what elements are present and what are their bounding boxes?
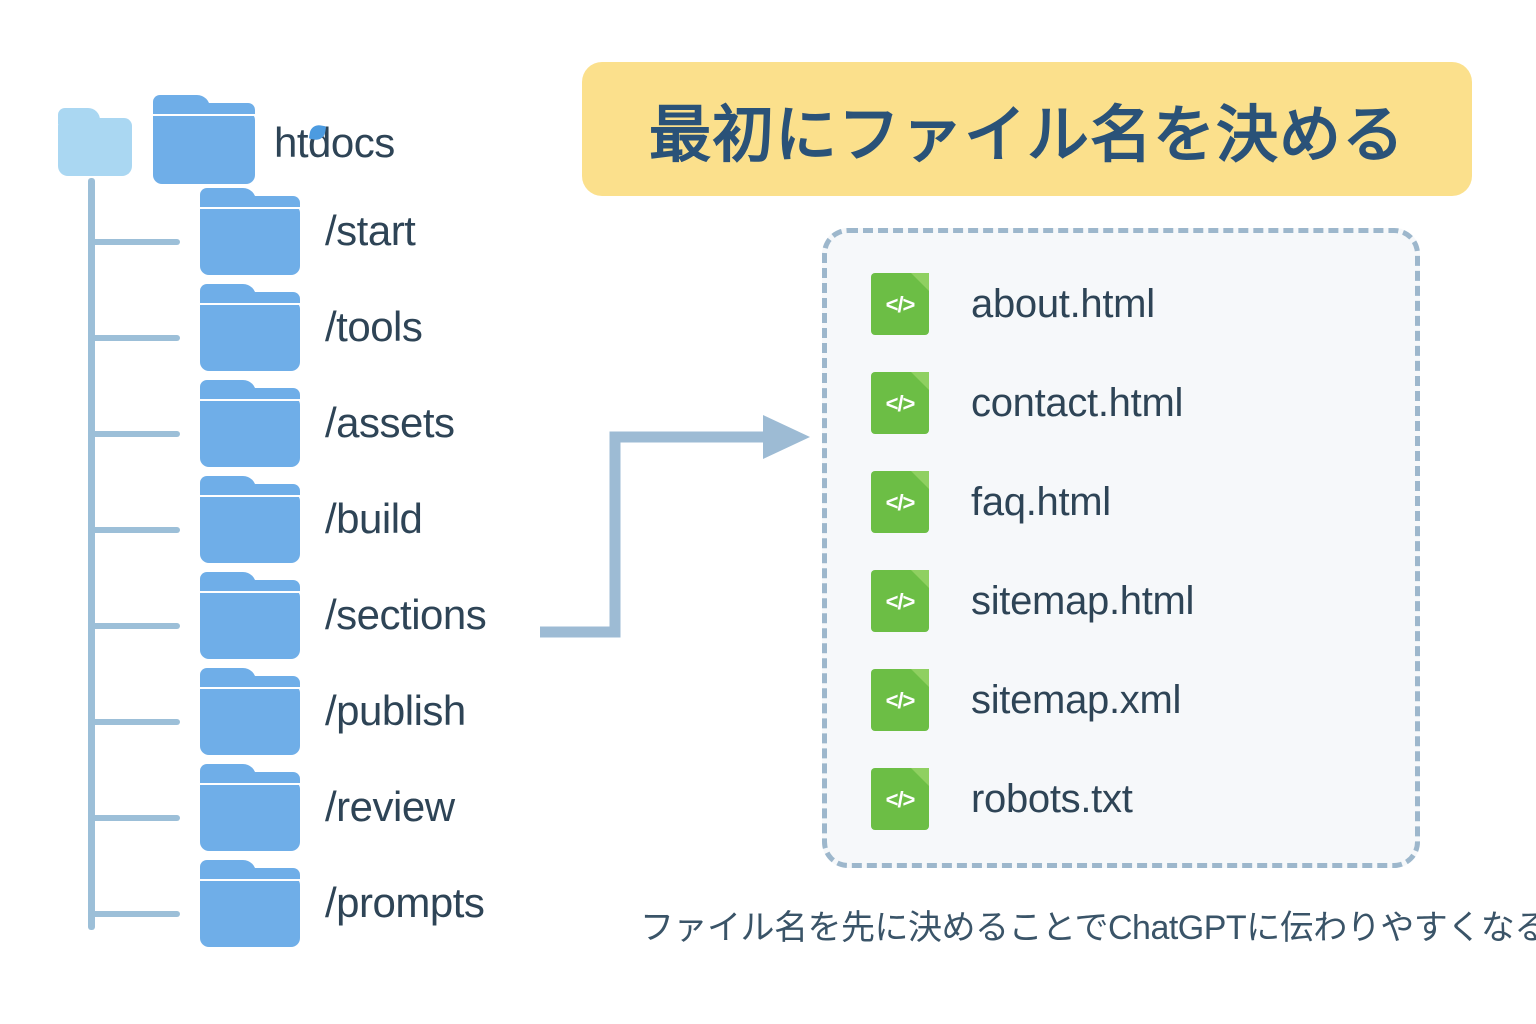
caption-text: ファイル名を先に決めることでChatGPTに伝わりやすくなる [640, 909, 1536, 947]
folder-icon-tools[interactable] [200, 284, 300, 371]
file-fold-corner [911, 273, 929, 291]
file-name-label: contact.html [971, 380, 1184, 425]
file-fold-corner [911, 669, 929, 687]
tree-branch-line [88, 815, 180, 821]
tree-branch-line [88, 719, 180, 725]
folder-lip [200, 388, 300, 399]
file-fold-corner [911, 570, 929, 588]
file-list-item[interactable]: </> contact.html [871, 372, 1183, 434]
file-name-label: robots.txt [971, 776, 1133, 821]
root-folder-label: htdocs [274, 119, 395, 167]
folder-icon-start[interactable] [200, 188, 300, 275]
folder-label-sections: /sections [325, 591, 487, 638]
title-banner: 最初にファイル名を決める [582, 62, 1472, 196]
code-file-icon: </> [871, 768, 929, 830]
folder-lip [200, 868, 300, 879]
file-fold-corner [911, 372, 929, 390]
folder-label-assets: /assets [325, 399, 455, 446]
folder-label-review: /review [325, 783, 455, 830]
code-glyph: </> [885, 787, 916, 812]
code-glyph: </> [885, 589, 916, 614]
code-glyph: </> [885, 490, 916, 515]
code-file-icon: </> [871, 471, 929, 533]
file-name-label: sitemap.html [971, 578, 1195, 623]
folder-lip [200, 196, 300, 207]
tree-branch-line [88, 911, 180, 917]
file-fold-corner [911, 471, 929, 489]
folder-lip [200, 484, 300, 495]
root-folder-icon[interactable] [153, 95, 255, 184]
file-name-label: sitemap.xml [971, 677, 1182, 722]
code-file-icon: </> [871, 273, 929, 335]
folder-icon-sections[interactable] [200, 572, 300, 659]
folder-tree: htdocs /start/tools/assets/build/section… [0, 0, 580, 1024]
folder-label-publish: /publish [325, 687, 466, 734]
code-glyph: </> [885, 292, 916, 317]
code-glyph: </> [885, 391, 916, 416]
folder-icon-faded [58, 108, 132, 176]
tree-branch-line [88, 623, 180, 629]
folder-icon-publish[interactable] [200, 668, 300, 755]
folder-label-build: /build [325, 495, 423, 542]
code-file-icon: </> [871, 669, 929, 731]
folder-icon-assets[interactable] [200, 380, 300, 467]
code-glyph: </> [885, 688, 916, 713]
tree-branch-line [88, 431, 180, 437]
folder-icon-build[interactable] [200, 476, 300, 563]
file-name-label: faq.html [971, 479, 1111, 524]
folder-icon-review[interactable] [200, 764, 300, 851]
folder-lip [200, 580, 300, 591]
code-file-icon: </> [871, 372, 929, 434]
folder-label-start: /start [325, 207, 416, 254]
file-list-item[interactable]: </> faq.html [871, 471, 1111, 533]
folder-lip [200, 676, 300, 687]
tree-branch-line [88, 527, 180, 533]
elbow-arrow-right-icon [520, 410, 840, 670]
banner-title-text: 最初にファイル名を決める [648, 101, 1405, 170]
code-file-icon: </> [871, 570, 929, 632]
file-panel: </>about.html</>contact.html</>faq.html<… [822, 228, 1420, 868]
folder-icon-prompts[interactable] [200, 860, 300, 947]
folder-label-prompts: /prompts [325, 879, 485, 926]
tree-trunk-line [88, 178, 95, 930]
file-list-item[interactable]: </> robots.txt [871, 768, 1133, 830]
root-folder-label-text: htdocs [274, 119, 395, 166]
file-list-item[interactable]: </> sitemap.html [871, 570, 1194, 632]
tree-branch-line [88, 239, 180, 245]
folder-lip [200, 292, 300, 303]
tree-branch-line [88, 335, 180, 341]
file-list-item[interactable]: </> about.html [871, 273, 1155, 335]
file-fold-corner [911, 768, 929, 786]
file-list-item[interactable]: </> sitemap.xml [871, 669, 1181, 731]
arrow-svg [540, 415, 810, 638]
folder-lip [153, 103, 255, 114]
folder-label-tools: /tools [325, 303, 423, 350]
folder-lip [200, 772, 300, 783]
file-name-label: about.html [971, 281, 1155, 326]
